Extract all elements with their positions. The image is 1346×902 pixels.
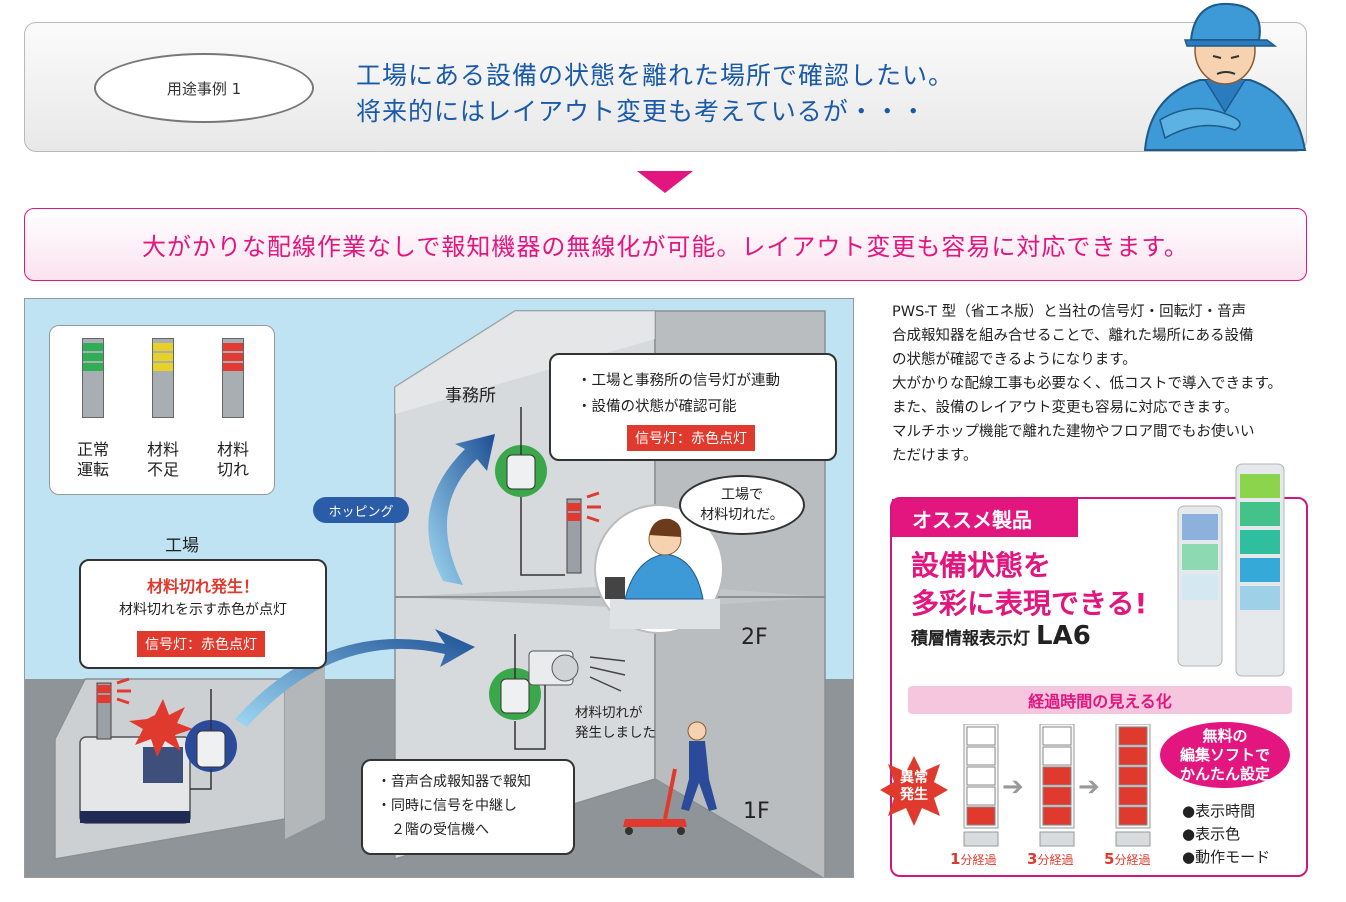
office-label: 事務所 — [445, 386, 496, 406]
free-line1: 無料の — [1202, 727, 1248, 745]
floor-1f-label: 1F — [743, 799, 770, 824]
signal-legend-panel: 正常運転 材料不足 材料切れ — [49, 325, 275, 495]
down-arrow-icon — [637, 171, 693, 193]
description-line: 大がかりな配線工事も必要なく、低コストで導入できます。 — [892, 376, 1283, 392]
relay-line3: ２階の受信機へ — [377, 822, 489, 838]
green-signal-tower-icon — [82, 338, 104, 418]
relay-line1: ・音声合成報知器で報知 — [377, 774, 531, 790]
factory-callout-title: 材料切れ発生！ — [146, 577, 259, 596]
model-prefix: 積層情報表示灯 — [911, 629, 1030, 649]
tower-step-1 — [962, 723, 1002, 852]
free-software-badge: 無料の 編集ソフトで かんたん設定 — [1160, 722, 1290, 788]
step-unit: 分経過 — [1037, 853, 1074, 867]
stack-light-icon — [1115, 723, 1151, 847]
arrow-right-icon: ➔ — [1078, 772, 1100, 802]
free-line3: かんたん設定 — [1179, 765, 1270, 783]
thought-bubble: 工場で 材料切れだ。 — [679, 475, 805, 535]
feature-item: ●動作モード — [1182, 848, 1271, 866]
feature-item: ●表示色 — [1182, 825, 1241, 843]
announcement-line1: 材料切れが — [575, 705, 643, 721]
floor-2f-label: 2F — [741, 625, 768, 650]
solution-banner: 大がかりな配線作業なしで報知機器の無線化が可能。レイアウト変更も容易に対応できま… — [24, 208, 1307, 281]
relay-callout: ・音声合成報知器で報知 ・同時に信号を中継し ２階の受信機へ — [361, 759, 575, 855]
factory-callout: 材料切れ発生！ 材料切れを示す赤色が点灯 信号灯：赤色点灯 — [79, 559, 327, 669]
step-label-3: 3分経過 — [1027, 850, 1073, 868]
abnormal-label: 異常 発生 — [880, 770, 948, 804]
legend-label-normal: 正常運転 — [76, 440, 109, 479]
description-line: の状態が確認できるようになります。 — [892, 352, 1137, 368]
worried-worker-illustration — [1143, 2, 1307, 151]
problem-line-2: 将来的にはレイアウト変更も考えているが・・・ — [356, 97, 927, 126]
factory-signal-tag: 信号灯：赤色点灯 — [137, 631, 265, 657]
feature-list: ●表示時間 ●表示色 ●動作モード — [1182, 800, 1270, 869]
office-signal-tag: 信号灯：赤色点灯 — [627, 425, 755, 451]
speaker-announcement: 材料切れが 発生しました — [575, 703, 656, 743]
thought-line2: 材料切れだ。 — [700, 507, 784, 523]
description-text: PWS-T 型（省エネ版）と当社の信号灯・回転灯・音声 合成報知器を組み合せるこ… — [892, 300, 1332, 468]
step-label-1: 1分経過 — [950, 850, 996, 868]
step-num: 1 — [950, 850, 961, 868]
arrow-right-icon: ➔ — [1002, 772, 1024, 802]
product-model: 積層情報表示灯 LA6 — [911, 621, 1091, 651]
description-line: また、設備のレイアウト変更も容易に対応できます。 — [892, 400, 1239, 416]
free-line2: 編集ソフトで — [1179, 746, 1270, 764]
office-callout-line1: ・工場と事務所の信号灯が連動 — [577, 373, 780, 389]
description-line: PWS-T 型（省エネ版）と当社の信号灯・回転灯・音声 — [892, 304, 1247, 320]
elapsed-time-band: 経過時間の見える化 — [908, 686, 1292, 714]
problem-line-1: 工場にある設備の状態を離れた場所で確認したい。 — [356, 61, 955, 90]
stack-light-icon — [1039, 723, 1075, 847]
product-headline-2: 多彩に表現できる! — [911, 587, 1148, 620]
description-line: 合成報知器を組み合せることで、離れた場所にある設備 — [892, 328, 1254, 344]
step-unit: 分経過 — [960, 853, 997, 867]
step-num: 5 — [1104, 850, 1115, 868]
product-headline-1: 設備状態を — [911, 549, 1052, 582]
description-line: マルチホップ機能で離れた建物やフロア間でもお使いい — [892, 424, 1255, 440]
factory-label: 工場 — [165, 536, 199, 556]
legend-label-outage: 材料切れ — [216, 440, 249, 479]
red-signal-tower-icon — [222, 338, 244, 418]
feature-item: ●表示時間 — [1182, 802, 1256, 820]
step-label-5: 5分経過 — [1104, 850, 1150, 868]
model-name: LA6 — [1036, 621, 1091, 651]
recommended-product-tab: オススメ製品 — [892, 499, 1078, 537]
factory-callout-line: 材料切れを示す赤色が点灯 — [119, 602, 287, 618]
tower-step-3 — [1114, 723, 1154, 852]
description-line: ただけます。 — [892, 448, 978, 464]
step-num: 3 — [1027, 850, 1038, 868]
abnormal-label-2: 発生 — [900, 787, 928, 803]
la6-product-photo — [1177, 463, 1285, 677]
announcement-line2: 発生しました — [575, 725, 656, 741]
legend-label-shortage: 材料不足 — [146, 440, 179, 479]
thought-line1: 工場で — [721, 487, 763, 503]
hopping-badge: ホッピング — [313, 497, 409, 523]
office-callout-line2: ・設備の状態が確認可能 — [577, 399, 737, 415]
tower-step-2 — [1038, 723, 1078, 852]
stack-light-icon — [963, 723, 999, 847]
relay-line2: ・同時に信号を中継し — [377, 798, 517, 814]
office-callout: ・工場と事務所の信号灯が連動 ・設備の状態が確認可能 信号灯：赤色点灯 — [549, 353, 837, 461]
yellow-signal-tower-icon — [152, 338, 174, 418]
step-unit: 分経過 — [1114, 853, 1151, 867]
wireless-system-illustration: 正常運転 材料不足 材料切れ 事務所 工場 ホッピング 2F 1F ・工場と事務… — [24, 298, 854, 878]
use-case-label: 用途事例 1 — [94, 53, 314, 123]
abnormal-burst-icon — [880, 756, 948, 826]
abnormal-label-1: 異常 — [900, 770, 928, 786]
